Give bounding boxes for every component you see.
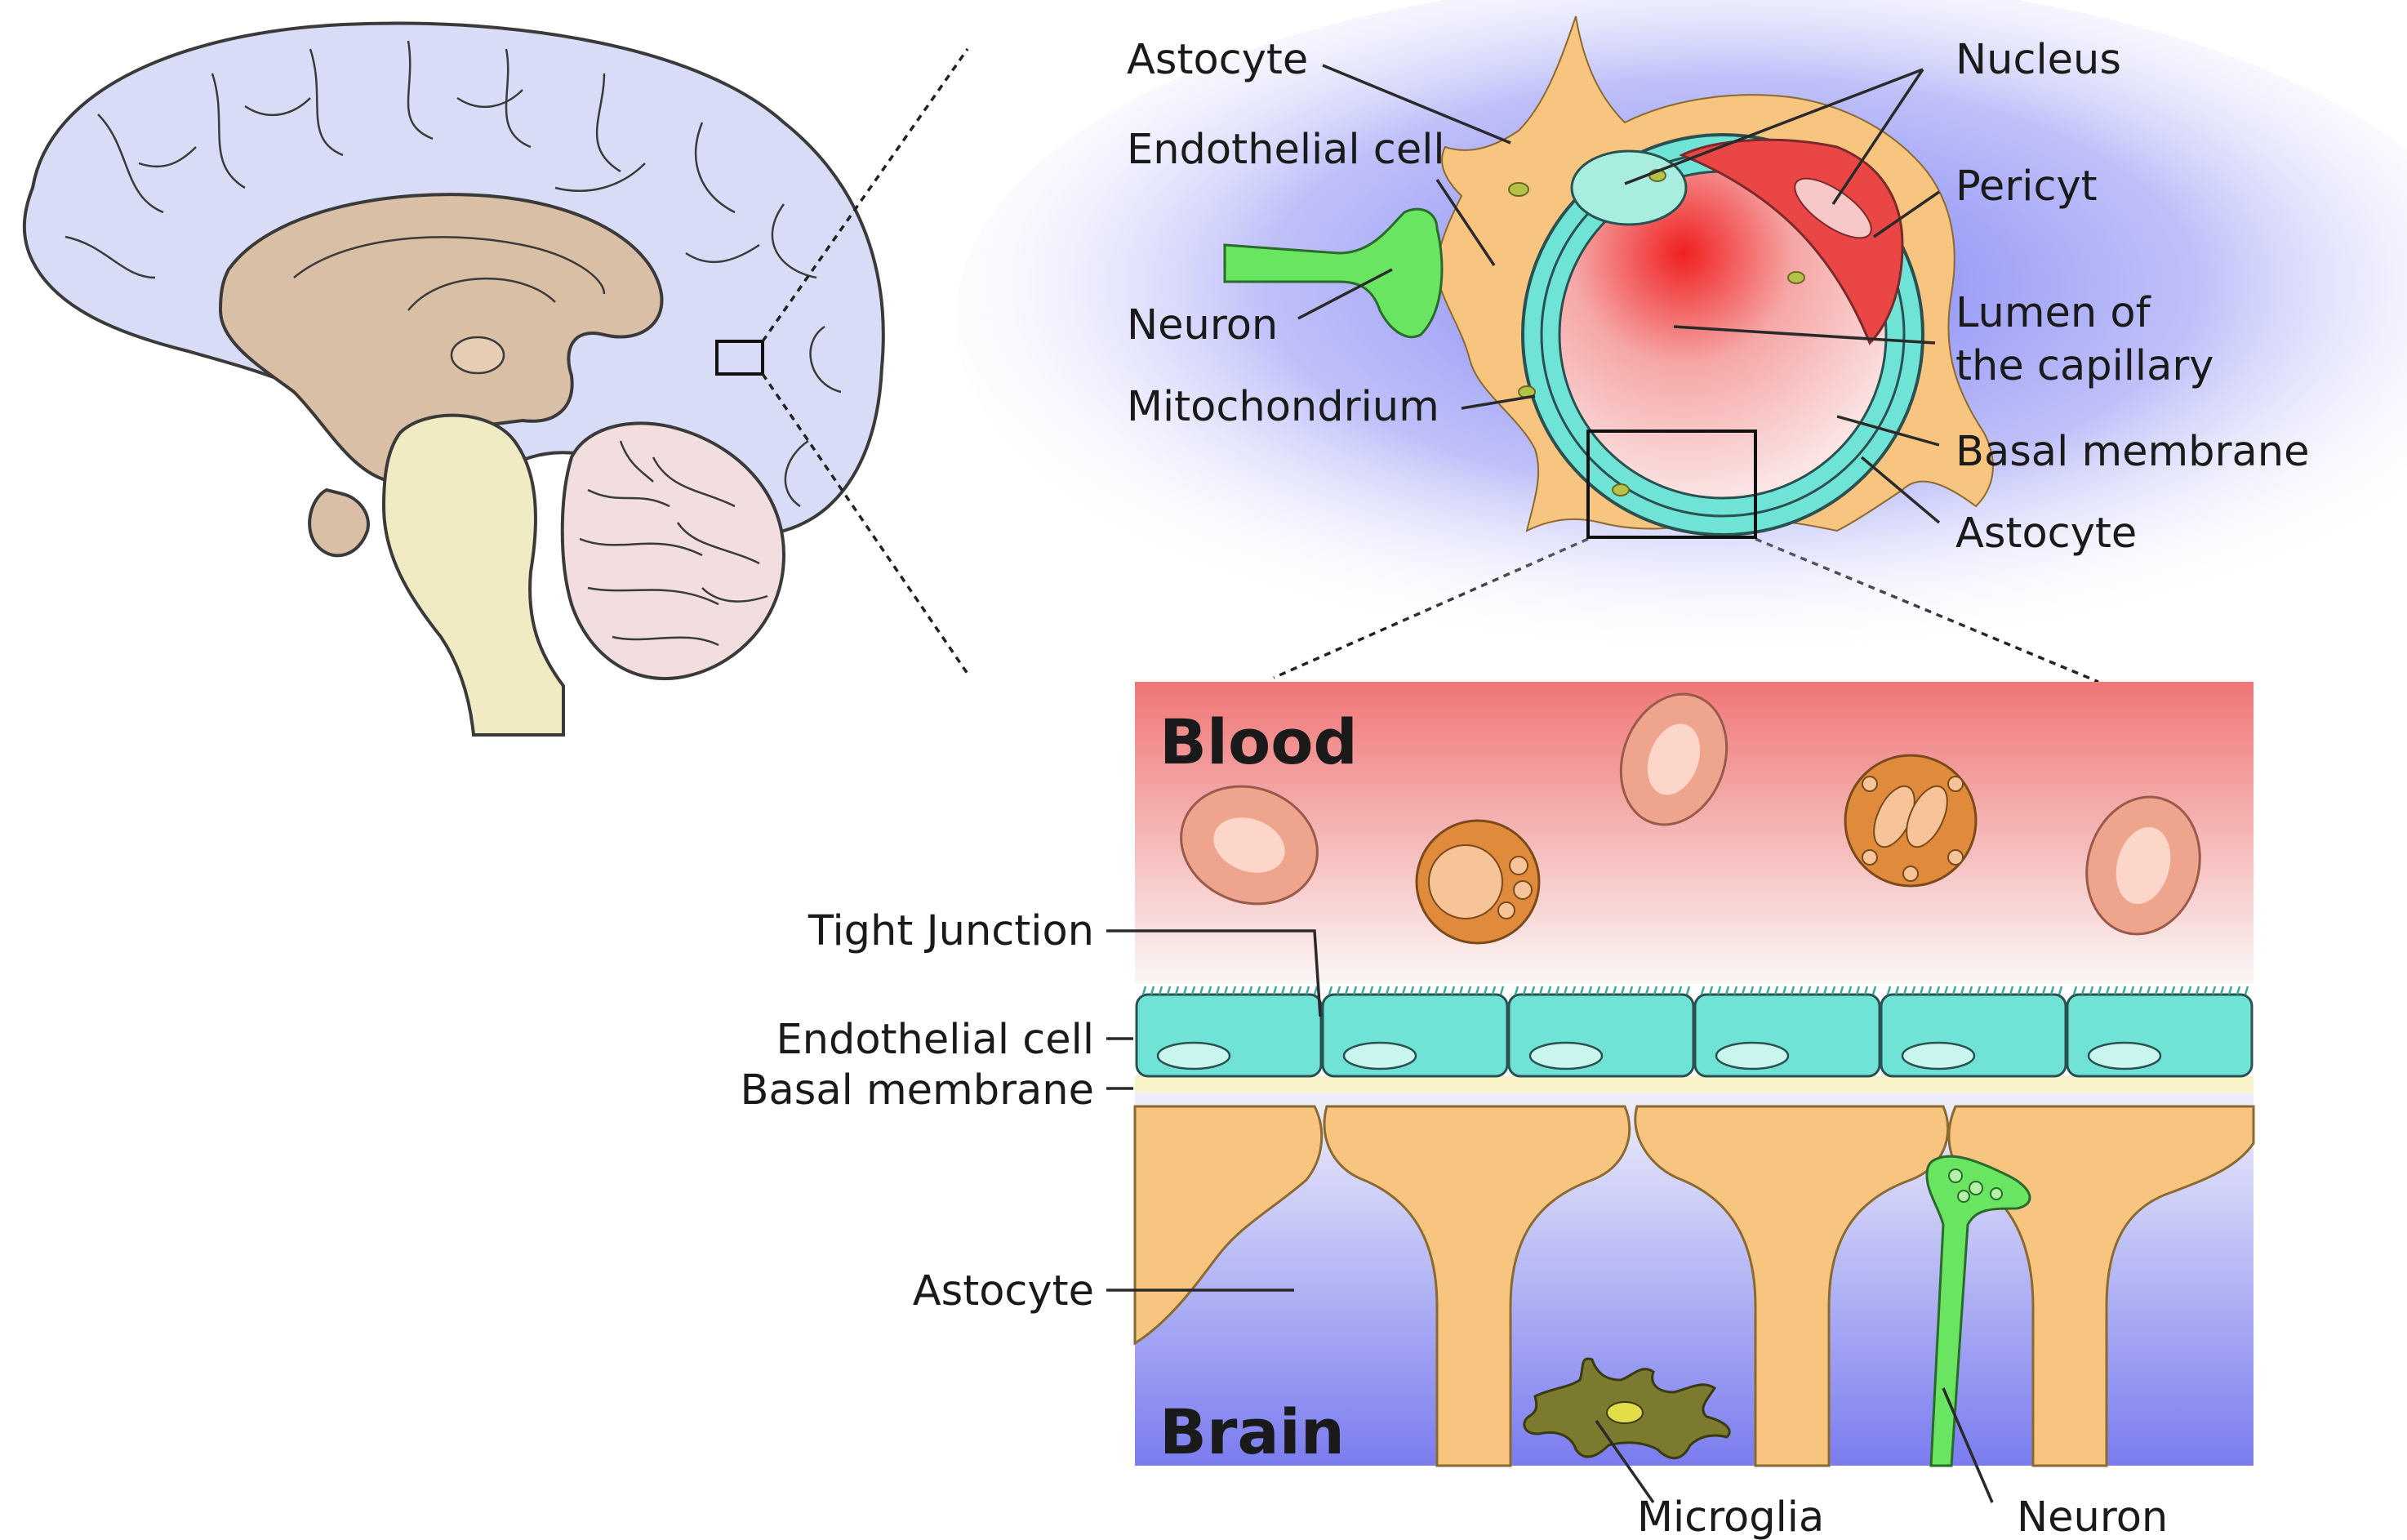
cerebellum-folia — [579, 440, 768, 647]
label-astrocyte-barrier: Astocyte — [913, 1267, 1094, 1315]
leader-astrocyte-top — [1322, 64, 1511, 145]
zoom-box-capillary — [1586, 430, 1757, 539]
red-blood-cell — [2085, 795, 2201, 936]
leader-neuron — [1297, 268, 1393, 320]
endothelial-nucleus — [1715, 1041, 1790, 1070]
endothelial-cell — [1321, 986, 1509, 1078]
zoom-box-brain — [715, 340, 764, 376]
barrier-labels: Tight Junction Endothelial cell Basal me… — [741, 907, 2169, 1540]
leader-nucleus-1 — [1624, 68, 1924, 185]
endothelial-cell — [1693, 986, 1881, 1078]
astrocyte-endfeet-barrier — [1133, 1105, 2255, 1467]
endothelial-cell — [1135, 986, 1323, 1078]
leader-microglia — [1595, 1419, 1655, 1504]
thalamus — [450, 336, 505, 375]
label-mitochondrium: Mitochondrium — [1127, 383, 1439, 431]
glycocalyx-fringe — [1141, 986, 1319, 995]
capillary-cross-section — [955, 0, 2407, 661]
label-astrocyte-top: Astocyte — [1127, 36, 1308, 84]
barrier-leader-lines — [1106, 929, 1994, 1504]
endothelial-nucleus — [1570, 149, 1688, 226]
glycocalyx-fringe — [2072, 986, 2249, 995]
leader-astrocyte-bottom — [1860, 456, 1941, 524]
endothelial-cell — [1507, 986, 1695, 1078]
red-blood-cell — [1180, 785, 1319, 906]
red-blood-cell — [1619, 692, 1729, 826]
label-astrocyte-bottom: Astocyte — [1955, 510, 2137, 558]
label-basal-membrane-top: Basal membrane — [1955, 428, 2309, 476]
zoom-line-upper — [761, 47, 969, 343]
basal-membrane-strip — [1135, 1076, 2254, 1093]
endothelial-nucleus — [1342, 1041, 1417, 1070]
endothelial-nucleus — [1528, 1041, 1604, 1070]
label-pericyt: Pericyt — [1955, 162, 2098, 211]
label-lumen-line1: Lumen of — [1955, 289, 2151, 337]
white-blood-cells — [1415, 754, 1978, 945]
endothelial-cell — [2066, 986, 2254, 1078]
microglia-nucleus — [1606, 1401, 1644, 1424]
label-tight-junction: Tight Junction — [808, 907, 1094, 955]
leader-lumen — [1673, 325, 1936, 345]
endothelial-nucleus — [1156, 1041, 1231, 1070]
neuron-vesicles — [1948, 1168, 2003, 1203]
label-blood: Blood — [1159, 705, 1358, 778]
glycocalyx-fringe — [1700, 986, 1877, 995]
pericyte — [1679, 138, 1904, 345]
white-blood-cell — [1844, 754, 1978, 888]
label-microglia: Microglia — [1637, 1493, 1824, 1540]
brain-sagittal-section — [22, 21, 885, 737]
endothelial-cell — [1880, 986, 2067, 1078]
leader-endothelial-cell — [1435, 179, 1496, 266]
capillary-labels: Astocyte Endothelial cell Neuron Mitocho… — [1127, 36, 2309, 558]
corpus-callosum-region — [218, 193, 664, 485]
endothelial-cells-row — [1135, 986, 2254, 1078]
label-neuron-barrier: Neuron — [2017, 1493, 2168, 1540]
cerebellum — [560, 421, 786, 681]
leader-nucleus-2 — [1831, 69, 1924, 205]
pericyte-nucleus — [1794, 177, 1872, 239]
brainstem — [381, 413, 565, 737]
cortex-gyri — [65, 40, 842, 508]
leader-basal-membrane — [1836, 415, 1940, 447]
glycocalyx-fringe — [1328, 986, 1505, 995]
red-blood-cells — [1180, 692, 2201, 936]
barrier-detail-panel: Blood Brain — [1133, 682, 2255, 1468]
leader-tight-junction — [1106, 929, 1322, 1017]
leader-mitochondrium — [1461, 394, 1536, 410]
endothelial-nucleus — [2087, 1041, 2162, 1070]
label-lumen-line2: the capillary — [1955, 342, 2213, 390]
capillary-neuron — [1223, 207, 1444, 339]
glycocalyx-fringe — [1514, 986, 1691, 995]
endothelial-nucleus — [1901, 1041, 1976, 1070]
fornix-arc — [407, 277, 556, 311]
leader-pericyt — [1873, 190, 1940, 238]
corpus-callosum-arc — [293, 236, 606, 295]
label-brain: Brain — [1159, 1395, 1345, 1468]
label-basal-membrane-barrier: Basal membrane — [741, 1066, 1094, 1115]
glycocalyx-fringe — [1886, 986, 2063, 995]
pituitary — [308, 487, 370, 558]
leader-neuron-barrier — [1942, 1387, 1994, 1503]
label-endothelial-cell-top: Endothelial cell — [1127, 126, 1445, 174]
capillary-leader-lines — [1297, 64, 1941, 524]
label-neuron-top: Neuron — [1127, 301, 1278, 349]
barrier-neuron — [1925, 1155, 2031, 1467]
label-nucleus: Nucleus — [1955, 36, 2121, 84]
white-blood-cell — [1415, 819, 1541, 945]
label-endothelial-cell-barrier: Endothelial cell — [776, 1016, 1094, 1064]
